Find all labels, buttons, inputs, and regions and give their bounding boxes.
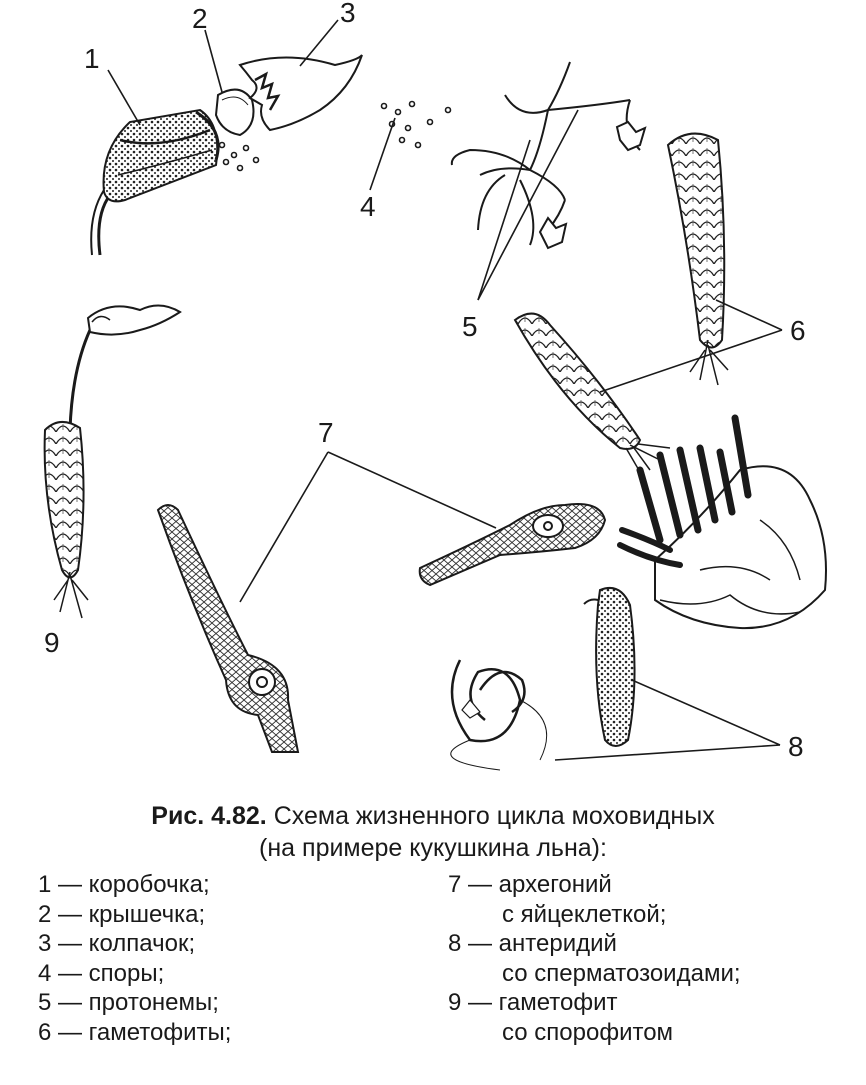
legend-item-continuation: с яйцеклеткой; [502,900,667,928]
caption-title: Схема жизненного цикла моховидных [273,802,715,830]
legend-item: 1 — коробочка; [38,871,210,898]
callout-8: 8 [788,731,804,762]
legend-item-continuation: со сперматозоидами; [502,959,741,987]
callout-2: 2 [192,3,208,34]
legend-right-column: 7 — архегоний с яйцеклеткой; 8 — антерид… [448,870,741,1047]
moss-life-cycle-diagram: 1 2 3 4 5 6 7 8 9 [43,0,827,771]
antheridium-drawing [450,586,636,771]
gametophyte-drawing [513,132,729,473]
figure-legend: 1 — коробочка; 2 — крышечка; 3 — колпачо… [0,870,866,1080]
legend-item: 6 — гаметофиты; [38,1018,232,1046]
callout-5: 5 [462,311,478,342]
callout-numbers: 1 2 3 4 5 6 7 8 9 [44,0,806,762]
leader-lines [107,19,783,761]
spores-drawing [218,100,452,172]
legend-item: 7 — архегоний [448,871,612,898]
legend-item: 8 — антеридий [448,930,617,957]
legend-item: 4 — споры; [38,959,165,987]
operculum-drawing [214,88,255,137]
callout-3: 3 [340,0,356,28]
gametophyte-with-sporophyte-drawing [43,304,182,619]
legend-item: 2 — крышечка; [38,900,206,928]
callout-1: 1 [84,43,100,74]
legend-item: 3 — колпачок; [38,930,196,957]
capsule-drawing [90,108,220,256]
archegonium-drawing [156,503,607,753]
callout-7: 7 [318,417,334,448]
caption-line-2: (на примере кукушкина льна): [259,834,607,862]
caption-line-1: Рис. 4.82. Схема жизненного цикла мохови… [0,800,866,832]
legend-item: 5 — протонемы; [38,989,219,1016]
legend-left-column: 1 — коробочка; 2 — крышечка; 3 — колпачо… [38,870,231,1047]
callout-9: 9 [44,627,60,658]
figure-number: Рис. 4.82. [151,802,267,830]
calyptra-drawing [238,54,363,132]
figure-caption: Рис. 4.82. Схема жизненного цикла мохови… [0,800,866,864]
legend-item-continuation: со спорофитом [502,1018,674,1046]
callout-4: 4 [360,191,376,222]
legend-item: 9 — гаметофит [448,989,618,1016]
callout-6: 6 [790,315,806,346]
protonema-drawing [450,61,647,250]
antheridial-head-drawing [617,414,827,630]
